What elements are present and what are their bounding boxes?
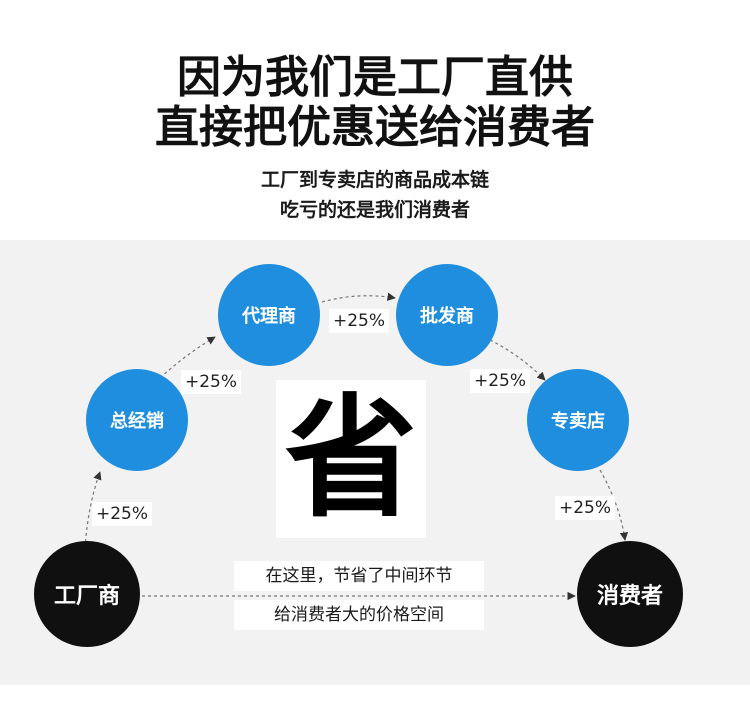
connector-factory-distributor bbox=[84, 471, 102, 549]
connector-wholesaler-store bbox=[489, 339, 546, 381]
subheadline-line-2: 吃亏的还是我们消费者 bbox=[279, 199, 470, 221]
savings-note-line-2: 给消费者大的价格空间 bbox=[234, 600, 484, 630]
connector-store-consumer bbox=[599, 469, 629, 541]
node-consumer: 消费者 bbox=[577, 541, 683, 647]
savings-note-line-1: 在这里，节省了中间环节 bbox=[234, 561, 484, 591]
markup-label-factory-distributor: +25% bbox=[92, 502, 153, 526]
markup-label-wholesaler-store: +25% bbox=[470, 369, 531, 393]
markup-label-distributor-agent: +25% bbox=[181, 370, 242, 394]
connector-agent-wholesaler bbox=[321, 292, 396, 303]
node-factory: 工厂商 bbox=[34, 541, 140, 647]
save-character: 省 bbox=[276, 380, 426, 538]
headline-line-1: 因为我们是工厂直供 bbox=[177, 52, 573, 103]
node-store: 专卖店 bbox=[527, 369, 629, 471]
markup-label-agent-wholesaler: +25% bbox=[329, 309, 390, 333]
markup-label-store-consumer: +25% bbox=[555, 496, 616, 520]
node-distributor: 总经销 bbox=[86, 369, 188, 471]
node-wholesaler: 批发商 bbox=[396, 264, 498, 366]
node-agent: 代理商 bbox=[218, 264, 320, 366]
subheadline-line-1: 工厂到专卖店的商品成本链 bbox=[260, 169, 489, 191]
headline-line-2: 直接把优惠送给消费者 bbox=[155, 102, 595, 153]
connector-distributor-agent bbox=[159, 336, 216, 379]
